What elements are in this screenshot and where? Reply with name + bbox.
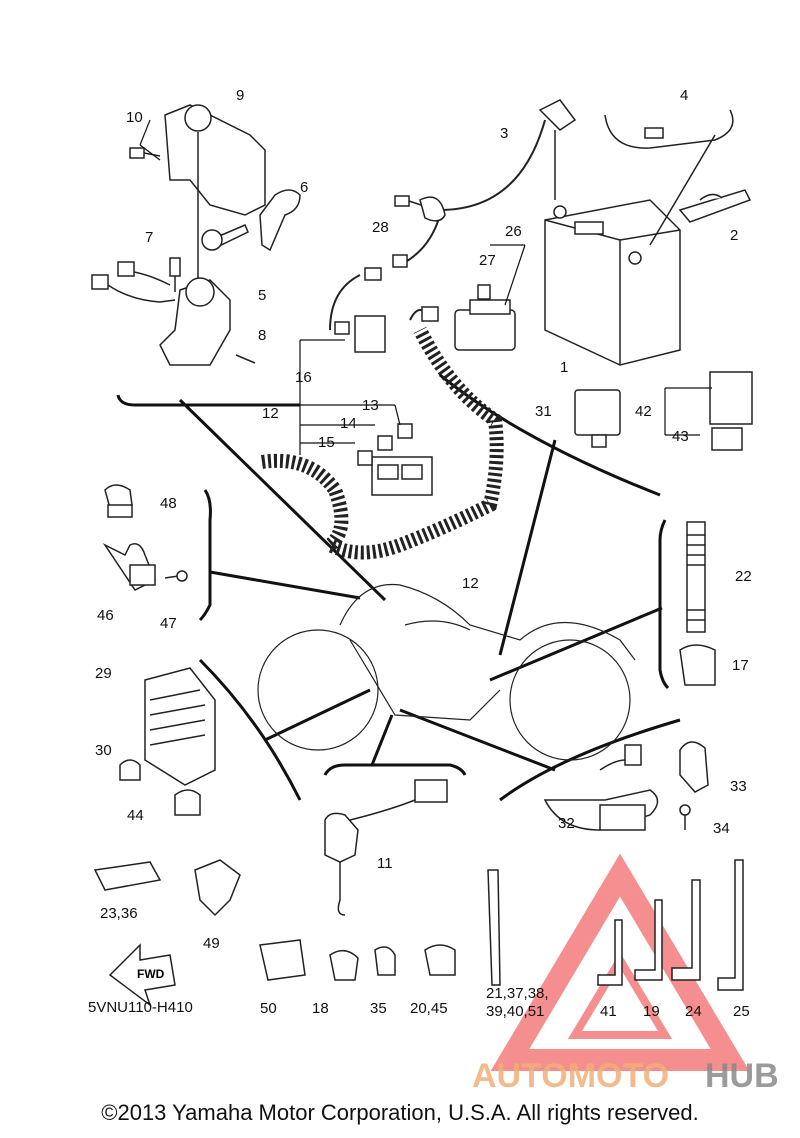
callout-18: 18 [312,1000,329,1017]
callout-13: 13 [362,397,379,414]
callout-19: 19 [643,1003,660,1020]
callout-12a: 12 [262,405,279,422]
callout-21-line2: 39,40,51 [486,1003,544,1020]
callout-50: 50 [260,1000,277,1017]
clamps-bottom [93,859,456,981]
main-switch-assembly [91,104,301,366]
relay-31 [574,389,621,448]
sensor-46 [102,543,188,591]
callout-3: 3 [500,125,508,142]
stud-22 [679,521,716,686]
callout-5: 5 [258,287,266,304]
bolt-28 [394,195,446,222]
callout-1: 1 [560,359,568,376]
callout-42: 42 [635,403,652,420]
callout-33: 33 [730,778,747,795]
cable-ties [487,859,744,991]
relay-42 [709,371,753,451]
label-brackets [139,119,712,455]
callout-15: 15 [318,434,335,451]
callout-4: 4 [680,87,688,104]
callout-16: 16 [295,369,312,386]
callout-12b: 12 [462,575,479,592]
callout-49: 49 [203,935,220,952]
harness-connectors [364,254,439,322]
copyright-notice: ©2013 Yamaha Motor Corporation, U.S.A. A… [101,1100,699,1125]
watermark-part1: AUTOMOTO [472,1057,669,1095]
callout-17: 17 [732,657,749,674]
callout-11: 11 [377,855,393,872]
callout-48: 48 [160,495,177,512]
starter-relay [454,284,516,351]
battery-band [678,189,752,223]
callouts: 1 2 3 4 5 6 7 8 9 10 11 12 12 13 14 15 1… [88,87,752,1020]
callout-26: 26 [505,223,522,240]
callout-27: 27 [479,252,496,269]
callout-30: 30 [95,742,112,759]
callout-44: 44 [127,807,144,824]
callout-21-line1: 21,37,38, [486,985,549,1002]
motorcycle-outline [257,583,636,761]
callout-20-45: 20,45 [410,1000,448,1017]
watermark-part2: HUB [705,1057,779,1095]
fwd-arrow: FWD [108,943,176,1008]
callout-23-36: 23,36 [100,905,138,922]
fwd-label: FWD [137,967,165,981]
callout-41: 41 [600,1003,617,1020]
fuse-box [334,315,433,496]
callout-2: 2 [730,227,738,244]
clamp-48 [104,484,133,518]
callout-47: 47 [160,615,177,632]
neutral-switch [324,779,448,916]
watermark-text: AUTOMOTO HUB [472,1057,779,1095]
diagram-code: 5VNU110-H410 [88,999,193,1016]
callout-8: 8 [258,327,266,344]
battery-negative-cable [604,109,734,246]
callout-28: 28 [372,219,389,236]
callout-22: 22 [735,568,752,585]
sector-outlines [116,373,681,802]
callout-34: 34 [713,820,730,837]
callout-25: 25 [733,1003,750,1020]
battery-positive-cable [538,99,577,200]
leader-lines [178,398,663,772]
callout-32: 32 [558,815,575,832]
callout-24: 24 [685,1003,702,1020]
callout-9: 9 [236,87,244,104]
callout-7: 7 [145,229,153,246]
callout-43: 43 [672,428,689,445]
callout-6: 6 [300,179,308,196]
callout-46: 46 [97,607,114,624]
callout-14: 14 [340,415,357,432]
callout-35: 35 [370,1000,387,1017]
rectifier-regulator [119,667,216,816]
sensor-32 [543,741,709,831]
battery [544,199,681,366]
callout-29: 29 [95,665,112,682]
callout-10: 10 [126,109,143,126]
callout-31: 31 [535,403,552,420]
